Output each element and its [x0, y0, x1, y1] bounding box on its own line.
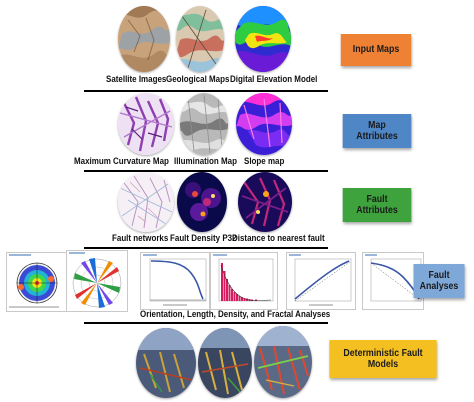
fault-networks-map — [118, 172, 174, 232]
length-histogram-panel — [210, 252, 278, 310]
maximum-curvature-map-caption: Maximum Curvature Map — [74, 156, 169, 167]
fault-model-1 — [136, 328, 196, 398]
fault-networks-caption: Fault networks — [112, 233, 169, 244]
maximum-curvature-map — [118, 93, 174, 155]
fault-analyses-box: Fault Analyses — [413, 264, 465, 298]
fractal-dimension-curve-panel — [286, 252, 356, 310]
digital-elevation-model-caption: Digital Elevation Model — [230, 74, 318, 85]
input-maps-divider — [84, 90, 328, 92]
fault-model-3 — [254, 326, 312, 398]
satellite-images-caption: Satellite Images — [106, 74, 167, 85]
rose-diagram-panel — [66, 250, 128, 312]
geological-map — [176, 6, 224, 72]
fault-analyses-divider — [84, 322, 328, 324]
illumination-map — [180, 93, 228, 155]
fault-attributes-divider — [84, 247, 328, 249]
satellite-image-map — [118, 6, 170, 72]
deterministic-fault-models-box: Deterministic Fault Models — [329, 340, 437, 378]
distance-to-nearest-fault-caption: Distance to nearest fault — [232, 233, 325, 244]
slope-map-caption: Slope map — [244, 156, 285, 167]
illumination-map-caption: Illumination Map — [174, 156, 237, 167]
fault-analyses-caption: Orientation, Length, Density, and Fracta… — [140, 309, 331, 320]
geological-maps-caption: Geological Maps — [166, 74, 230, 85]
input-maps-box: Input Maps — [340, 34, 412, 66]
distance-to-nearest-fault-map — [238, 172, 292, 232]
map-attributes-divider — [84, 170, 328, 172]
stereonet-panel — [6, 252, 68, 312]
fault-density-p32-map — [177, 172, 227, 232]
fault-attributes-box: Fault Attributes — [342, 188, 412, 222]
fault-model-2 — [198, 328, 252, 398]
length-distribution-curve-panel — [140, 252, 210, 310]
slope-map — [236, 93, 292, 155]
map-attributes-box: Map Attributes — [342, 114, 412, 148]
fault-density-p32-caption: Fault Density P32 — [170, 233, 237, 244]
digital-elevation-model — [235, 6, 291, 72]
